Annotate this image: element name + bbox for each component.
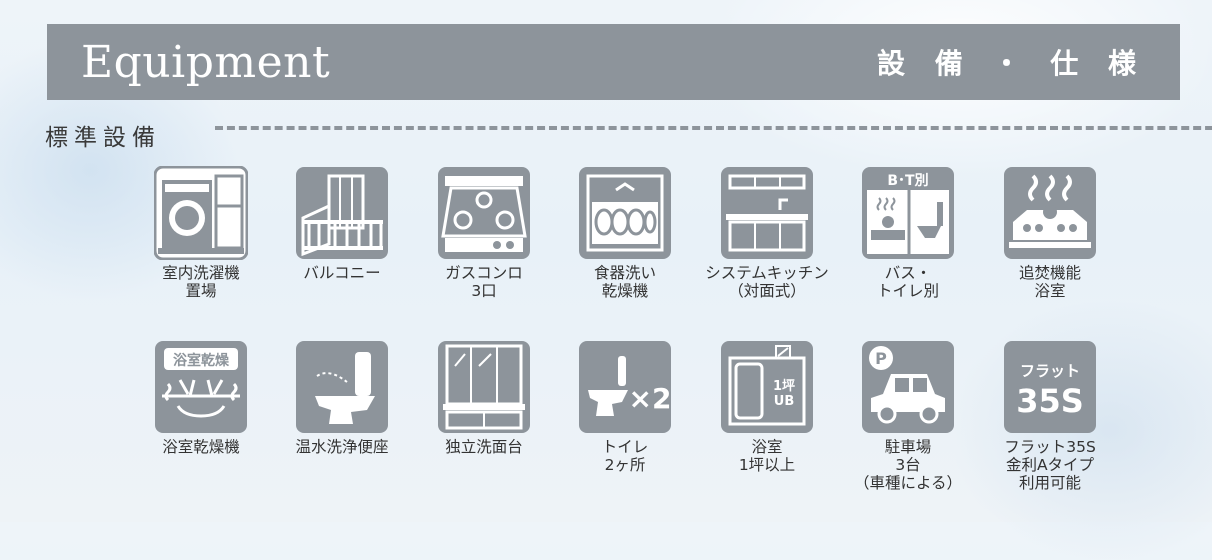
equipment-caption: トイレ 2ヶ所 bbox=[601, 438, 649, 474]
washer-space-icon bbox=[154, 166, 248, 260]
equipment-item-washer-space: 室内洗濯機 置場 bbox=[131, 166, 271, 300]
equipment-item-parking: P 駐車場 3台 （車種による） bbox=[838, 340, 978, 492]
equipment-item-flat35s: フラット 35S フラット35S 金利Aタイプ 利用可能 bbox=[980, 340, 1120, 492]
balcony-icon bbox=[295, 166, 389, 260]
equipment-caption: バス・ トイレ別 bbox=[876, 264, 939, 300]
equipment-item-balcony: バルコニー bbox=[272, 166, 412, 282]
equipment-item-dishwasher: 食器洗い 乾燥機 bbox=[555, 166, 695, 300]
equipment-caption: 駐車場 3台 （車種による） bbox=[853, 438, 963, 492]
equipment-caption: 浴室乾燥機 bbox=[162, 438, 240, 456]
equipment-caption: 食器洗い 乾燥機 bbox=[593, 264, 656, 300]
icon-badge-text: P bbox=[875, 349, 887, 368]
icon-badge-text: 浴室乾燥 bbox=[173, 352, 230, 369]
equipment-caption: システムキッチン （対面式） bbox=[705, 264, 829, 300]
separate-bath-toilet-icon: B･T別 bbox=[861, 166, 955, 260]
dashed-divider bbox=[215, 126, 1212, 130]
equipment-item-separate-bath-toilet: B･T別 バス・ トイレ別 bbox=[838, 166, 978, 300]
system-kitchen-icon bbox=[720, 166, 814, 260]
icon-badge-line1: フラット bbox=[1020, 362, 1080, 380]
equipment-item-washlet-toilet: 温水洗浄便座 bbox=[272, 340, 412, 456]
reheat-bath-icon bbox=[1003, 166, 1097, 260]
equipment-caption: 独立洗面台 bbox=[445, 438, 523, 456]
two-toilets-icon: ×2 bbox=[578, 340, 672, 434]
equipment-caption: 浴室 1坪以上 bbox=[738, 438, 796, 474]
equipment-item-bathroom-dryer: 浴室乾燥 浴室乾燥機 bbox=[131, 340, 271, 456]
equipment-item-reheat-bath: 追焚機能 浴室 bbox=[980, 166, 1120, 300]
equipment-caption: ガスコンロ 3口 bbox=[445, 264, 523, 300]
header-bar: Equipment 設 備 ・ 仕 様 bbox=[47, 24, 1180, 100]
page-title: Equipment bbox=[81, 36, 331, 88]
icon-badge-line2: 35S bbox=[1016, 382, 1084, 420]
dishwasher-dryer-icon bbox=[578, 166, 672, 260]
vanity-icon bbox=[437, 340, 531, 434]
equipment-caption: フラット35S 金利Aタイプ 利用可能 bbox=[1004, 438, 1096, 492]
section-header: 標準設備 bbox=[45, 118, 1212, 158]
equipment-item-vanity: 独立洗面台 bbox=[414, 340, 554, 456]
equipment-caption: バルコニー bbox=[303, 264, 381, 282]
section-title: 標準設備 bbox=[45, 125, 161, 151]
flat35s-icon: フラット 35S bbox=[1003, 340, 1097, 434]
page-subtitle: 設 備 ・ 仕 様 bbox=[877, 47, 1146, 80]
equipment-caption: 温水洗浄便座 bbox=[295, 438, 389, 456]
icon-badge-text: ×2 bbox=[629, 382, 672, 415]
equipment-item-two-toilets: ×2 トイレ 2ヶ所 bbox=[555, 340, 695, 474]
equipment-caption: 室内洗濯機 置場 bbox=[162, 264, 240, 300]
washlet-toilet-icon bbox=[295, 340, 389, 434]
parking-icon: P bbox=[861, 340, 955, 434]
bathroom-dryer-icon: 浴室乾燥 bbox=[154, 340, 248, 434]
icon-badge-text: B･T別 bbox=[887, 173, 928, 189]
equipment-item-system-kitchen: システムキッチン （対面式） bbox=[697, 166, 837, 300]
gas-stove-icon bbox=[437, 166, 531, 260]
equipment-item-gas-stove: ガスコンロ 3口 bbox=[414, 166, 554, 300]
equipment-caption: 追焚機能 浴室 bbox=[1018, 264, 1081, 300]
